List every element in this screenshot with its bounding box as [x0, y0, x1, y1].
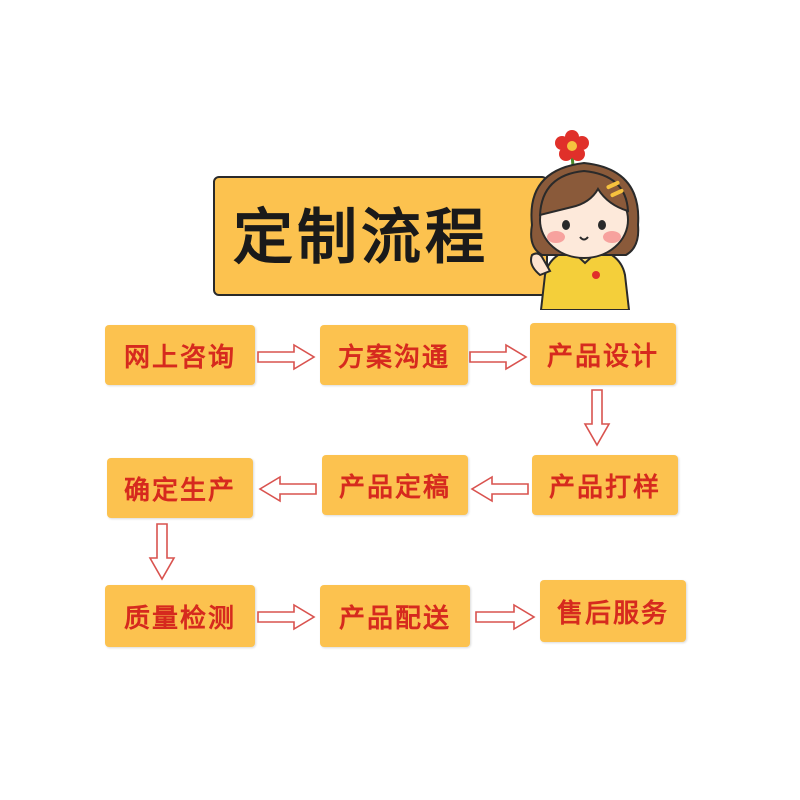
arrow-down	[148, 523, 176, 581]
step-box: 产品打样	[532, 455, 678, 515]
girl-mascot-icon	[530, 130, 640, 310]
arrow-right	[469, 343, 528, 371]
step-box: 质量检测	[105, 585, 255, 647]
title-banner: 定制流程	[213, 176, 548, 296]
arrow-right	[257, 343, 316, 371]
step-label: 方案沟通	[337, 342, 450, 373]
step-box: 确定生产	[107, 458, 253, 518]
step-box: 方案沟通	[320, 325, 468, 385]
step-label: 产品打样	[548, 472, 661, 503]
step-box: 售后服务	[540, 580, 686, 642]
step-label: 产品设计	[546, 341, 659, 372]
step-box: 产品设计	[530, 323, 676, 385]
step-label: 产品定稿	[338, 472, 451, 503]
arrow-right	[475, 603, 536, 631]
step-label: 质量检测	[123, 603, 236, 634]
step-box: 产品定稿	[322, 455, 468, 515]
step-label: 产品配送	[338, 603, 451, 634]
step-label: 售后服务	[556, 598, 669, 629]
diagram-title: 定制流程	[233, 203, 489, 273]
arrow-down	[583, 389, 611, 447]
arrow-left	[470, 475, 529, 503]
step-box: 产品配送	[320, 585, 470, 647]
step-box: 网上咨询	[105, 325, 255, 385]
step-label: 确定生产	[123, 475, 236, 506]
arrow-left	[258, 475, 317, 503]
arrow-right	[257, 603, 316, 631]
step-label: 网上咨询	[123, 342, 236, 373]
